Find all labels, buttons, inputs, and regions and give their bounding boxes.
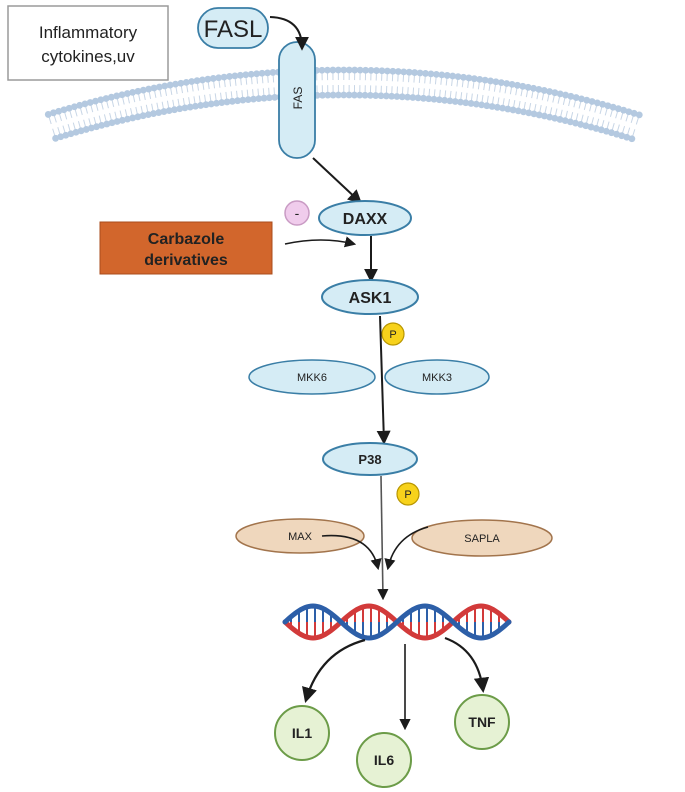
ask1-node: ASK1 xyxy=(321,279,419,315)
fas-label: FAS xyxy=(291,87,305,110)
inhibition-sign: - xyxy=(284,200,310,226)
daxx-label: DAXX xyxy=(343,211,388,228)
mkk3-node: MKK3 xyxy=(384,359,490,395)
inhibition-sign-label: - xyxy=(295,205,300,221)
phosphate-p38-label: P xyxy=(404,489,411,501)
ask1-to-p38-arrow xyxy=(376,315,391,445)
carbazole-inhibition-arrow xyxy=(284,236,357,248)
il6-label: IL6 xyxy=(374,752,394,768)
carbazole-derivatives-box: Carbazole derivatives xyxy=(99,221,273,275)
fasl-label: FASL xyxy=(204,16,263,43)
tnf-output: TNF xyxy=(454,694,510,750)
il6-output: IL6 xyxy=(356,732,412,788)
max-to-dna-arrow xyxy=(321,534,382,571)
dna-to-il1-arrow xyxy=(302,638,366,703)
daxx-node: DAXX xyxy=(318,200,412,236)
p38-to-dna-arrow xyxy=(377,475,389,601)
phosphate-ask1-label: P xyxy=(389,329,396,341)
dna-to-tnf-arrow xyxy=(444,636,490,694)
tnf-label: TNF xyxy=(468,714,496,730)
sapla-node: SAPLA xyxy=(411,519,553,557)
stimulus-box: Inflammatory cytokines,uv xyxy=(7,5,169,81)
mkk6-label: MKK6 xyxy=(297,372,327,384)
fas-to-daxx-arrow xyxy=(312,157,363,204)
phosphate-p38: P xyxy=(396,482,420,506)
stimulus-line-1: Inflammatory xyxy=(39,23,138,42)
phosphate-ask1: P xyxy=(381,322,405,346)
p38-node: P38 xyxy=(322,442,418,476)
dna-helix xyxy=(282,603,512,641)
fas-receptor: FAS xyxy=(278,41,316,159)
il1-label: IL1 xyxy=(292,725,312,741)
fasl-binding-arrow xyxy=(269,16,309,51)
carbazole-line-2: derivatives xyxy=(144,252,228,269)
fasl-ligand: FASL xyxy=(197,7,269,49)
mkk3-label: MKK3 xyxy=(422,372,452,384)
mkk6-node: MKK6 xyxy=(248,359,376,395)
sapla-to-dna-arrow xyxy=(384,526,429,571)
sapla-label: SAPLA xyxy=(464,533,500,545)
max-node: MAX xyxy=(235,518,365,554)
il1-output: IL1 xyxy=(274,705,330,761)
carbazole-line-1: Carbazole xyxy=(148,231,225,248)
max-label: MAX xyxy=(288,531,313,543)
ask1-label: ASK1 xyxy=(349,290,392,307)
p38-label: P38 xyxy=(358,452,381,467)
stimulus-line-2: cytokines,uv xyxy=(41,47,135,66)
